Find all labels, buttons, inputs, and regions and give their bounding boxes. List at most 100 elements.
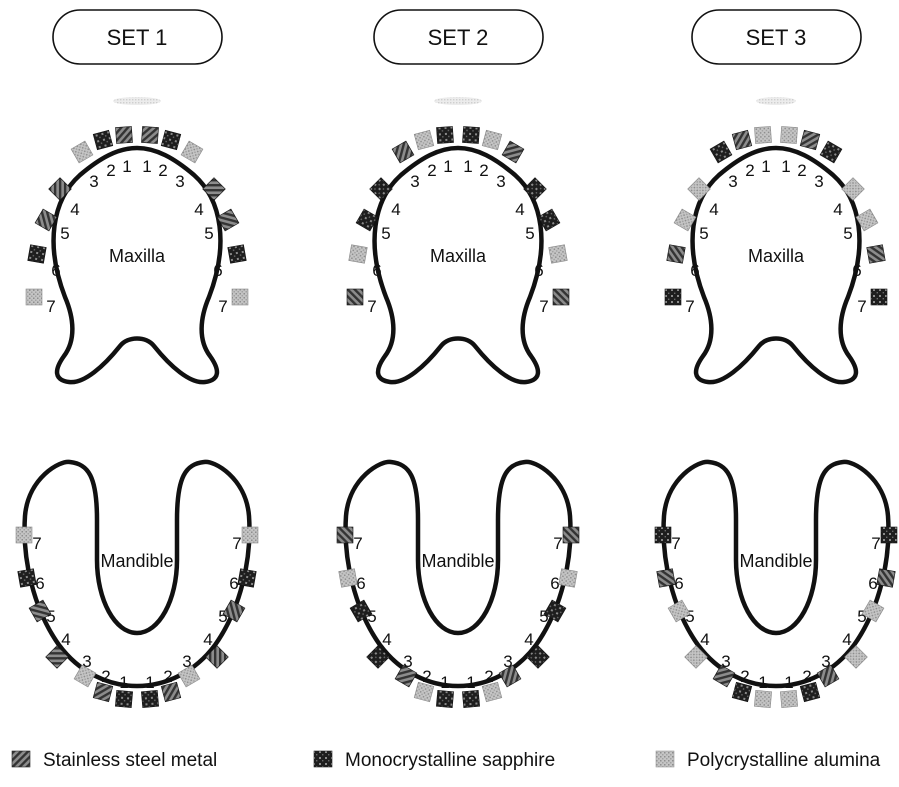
set-2-smudge-mark bbox=[434, 97, 482, 105]
set-2-mandible-label: Mandible bbox=[421, 551, 494, 571]
set-2-maxilla-tooth-number-left-1: 1 bbox=[443, 157, 452, 176]
set-2-maxilla-tooth-number-right-3: 3 bbox=[496, 172, 505, 191]
set-1-maxilla-bracket-right-1 bbox=[141, 126, 158, 143]
legend-item-sapphire: Monocrystalline sapphire bbox=[314, 750, 555, 771]
set-2-mandible-tooth-number-right-6: 6 bbox=[550, 574, 559, 593]
set-2-maxilla-tooth-number-right-1: 1 bbox=[463, 157, 472, 176]
legend-swatch-steel bbox=[12, 751, 30, 767]
set-2-maxilla-tooth-number-right-2: 2 bbox=[479, 161, 488, 180]
set-3-mandible-tooth-number-right-2: 2 bbox=[802, 667, 811, 686]
set-3-mandible-tooth-number-left-7: 7 bbox=[671, 534, 680, 553]
set-2-maxilla-tooth-number-right-7: 7 bbox=[539, 297, 548, 316]
legend-label-alumina: Polycrystalline alumina bbox=[687, 750, 881, 771]
legend: Stainless steel metal Monocrystalline sa… bbox=[12, 750, 881, 771]
set-1-mandible-tooth-number-right-7: 7 bbox=[232, 534, 241, 553]
set-3-mandible-tooth-number-left-6: 6 bbox=[674, 574, 683, 593]
set-1-maxilla-bracket-left-1 bbox=[115, 126, 132, 143]
set-3-mandible-tooth-number-right-4: 4 bbox=[842, 630, 851, 649]
set-2-maxilla-tooth-number-right-6: 6 bbox=[534, 261, 543, 280]
set-3-mandible-tooth-number-left-4: 4 bbox=[700, 630, 709, 649]
set-3-maxilla-tooth-number-left-7: 7 bbox=[685, 297, 694, 316]
set-1-maxilla-tooth-number-left-6: 6 bbox=[51, 261, 60, 280]
set-1-mandible-tooth-number-right-2: 2 bbox=[163, 667, 172, 686]
set-2-mandible-tooth-number-right-2: 2 bbox=[484, 667, 493, 686]
set-1-mandible-bracket-right-6 bbox=[238, 569, 257, 588]
set-3-mandible-bracket-right-1 bbox=[780, 690, 797, 707]
set-2-mandible-bracket-right-1 bbox=[462, 690, 479, 707]
set-3-maxilla-bracket-right-1 bbox=[780, 126, 797, 143]
set-3-mandible-bracket-left-1 bbox=[754, 690, 771, 707]
set-1-mandible-tooth-number-right-1: 1 bbox=[145, 673, 154, 692]
set-1-smudge-mark bbox=[113, 97, 161, 105]
set-3-smudge-mark bbox=[756, 97, 796, 105]
set-1-mandible-bracket-right-7 bbox=[242, 527, 258, 543]
set-1-maxilla-tooth-number-right-2: 2 bbox=[158, 161, 167, 180]
set-2-maxilla-tooth-number-left-3: 3 bbox=[410, 172, 419, 191]
set-3-maxilla-tooth-number-left-1: 1 bbox=[761, 157, 770, 176]
set-3-maxilla-bracket-left-1 bbox=[754, 126, 771, 143]
set-1-maxilla-bracket-right-7 bbox=[232, 289, 248, 305]
set-1-maxilla-tooth-number-left-4: 4 bbox=[70, 200, 79, 219]
set-3-maxilla-bracket-right-7 bbox=[871, 289, 887, 305]
set-3-mandible-bracket-right-7 bbox=[881, 527, 897, 543]
set-2-maxilla-bracket-right-3 bbox=[502, 141, 524, 163]
set-1-maxilla-tooth-number-right-6: 6 bbox=[213, 261, 222, 280]
set-3-maxilla-tooth-number-left-6: 6 bbox=[690, 261, 699, 280]
set-1-maxilla-bracket-right-2 bbox=[161, 130, 181, 150]
set-2-maxilla-tooth-number-left-4: 4 bbox=[391, 200, 400, 219]
set-2-mandible-tooth-number-left-4: 4 bbox=[382, 630, 391, 649]
set-3-title: SET 3 bbox=[746, 25, 807, 50]
set-3-maxilla-tooth-number-left-5: 5 bbox=[699, 224, 708, 243]
set-2-maxilla: Maxilla bbox=[375, 148, 542, 382]
set-3-mandible-bracket-right-6 bbox=[877, 569, 896, 588]
set-3-maxilla-bracket-left-7 bbox=[665, 289, 681, 305]
set-2-maxilla-bracket-left-2 bbox=[414, 130, 434, 150]
set-3-maxilla-tooth-number-right-3: 3 bbox=[814, 172, 823, 191]
set-2-mandible-tooth-number-right-4: 4 bbox=[524, 630, 533, 649]
set-3-mandible-tooth-number-right-6: 6 bbox=[868, 574, 877, 593]
set-3-mandible-tooth-number-left-1: 1 bbox=[758, 673, 767, 692]
set-1: SET 1 Maxilla Mandible bbox=[25, 10, 250, 686]
set-1-maxilla-tooth-number-right-3: 3 bbox=[175, 172, 184, 191]
set-1-maxilla-label: Maxilla bbox=[109, 246, 166, 266]
set-1-maxilla-tooth-number-left-5: 5 bbox=[60, 224, 69, 243]
set-1-mandible-bracket-right-1 bbox=[141, 690, 158, 707]
set-3-mandible-tooth-number-right-7: 7 bbox=[871, 534, 880, 553]
set-2-maxilla-tooth-number-left-6: 6 bbox=[372, 261, 381, 280]
set-2-maxilla-tooth-number-left-2: 2 bbox=[427, 161, 436, 180]
legend-swatch-sapphire bbox=[314, 751, 332, 767]
set-1-maxilla-tooth-number-right-7: 7 bbox=[218, 297, 227, 316]
set-1-mandible-tooth-number-left-2: 2 bbox=[101, 667, 110, 686]
set-1-maxilla-bracket-right-6 bbox=[228, 245, 247, 264]
set-2-maxilla-tooth-number-left-5: 5 bbox=[381, 224, 390, 243]
set-2-maxilla-bracket-right-1 bbox=[462, 126, 479, 143]
set-3-maxilla: Maxilla bbox=[693, 148, 860, 382]
set-2-maxilla-bracket-right-6 bbox=[549, 245, 568, 264]
set-2-maxilla-tooth-number-right-4: 4 bbox=[515, 200, 524, 219]
set-1-maxilla: Maxilla bbox=[54, 148, 221, 382]
set-3-maxilla-tooth-number-right-5: 5 bbox=[843, 224, 852, 243]
set-1-mandible-bracket-left-1 bbox=[115, 690, 132, 707]
set-3-maxilla-bracket-left-6 bbox=[667, 245, 686, 264]
set-3-maxilla-bracket-left-3 bbox=[710, 141, 732, 163]
set-1-maxilla-bracket-right-3 bbox=[181, 141, 203, 163]
set-1-maxilla-bracket-left-6 bbox=[28, 245, 47, 264]
set-1-title-pill: SET 1 bbox=[53, 10, 222, 64]
set-1-maxilla-tooth-number-left-1: 1 bbox=[122, 157, 131, 176]
legend-label-sapphire: Monocrystalline sapphire bbox=[345, 750, 555, 771]
set-2-mandible-bracket-left-1 bbox=[436, 690, 453, 707]
set-2: SET 2 Maxilla Mandible bbox=[346, 10, 571, 686]
set-1-mandible-tooth-number-right-6: 6 bbox=[229, 574, 238, 593]
set-1-mandible-tooth-number-left-4: 4 bbox=[61, 630, 70, 649]
set-1-maxilla-tooth-number-right-5: 5 bbox=[204, 224, 213, 243]
legend-item-steel: Stainless steel metal bbox=[12, 750, 217, 771]
set-3: SET 3 Maxilla Mandible bbox=[664, 10, 889, 686]
legend-label-steel: Stainless steel metal bbox=[43, 750, 217, 771]
set-3-maxilla-label: Maxilla bbox=[748, 246, 805, 266]
set-1-maxilla-tooth-number-left-2: 2 bbox=[106, 161, 115, 180]
set-2-mandible-tooth-number-left-6: 6 bbox=[356, 574, 365, 593]
set-1-title: SET 1 bbox=[107, 25, 168, 50]
set-2-title: SET 2 bbox=[428, 25, 489, 50]
set-1-maxilla-bracket-left-7 bbox=[26, 289, 42, 305]
